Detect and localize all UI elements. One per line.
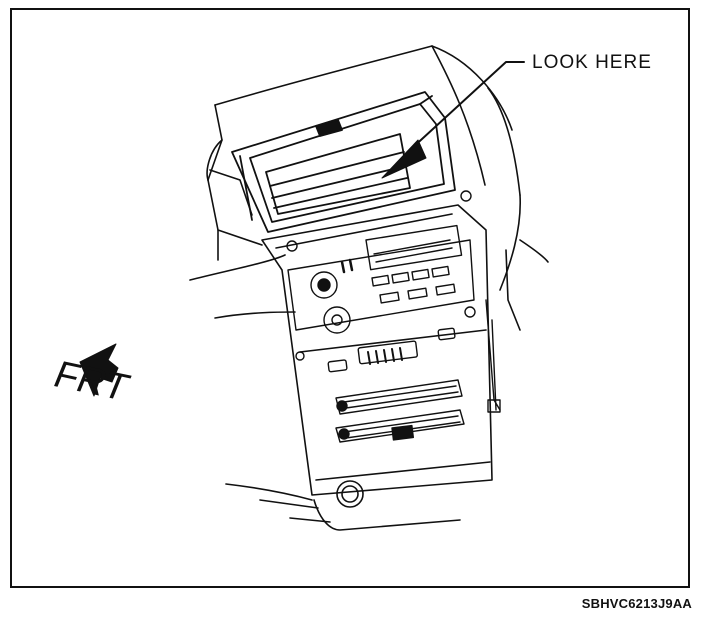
dash-outline [189, 45, 549, 331]
figure-frame [10, 8, 690, 588]
right-trim [485, 299, 501, 413]
look-here-arrow [381, 61, 525, 179]
front-direction-arrow-icon [79, 343, 119, 397]
climate-controls [327, 327, 465, 443]
look-here-label: LOOK HERE [532, 52, 652, 73]
center-vent [231, 91, 456, 233]
bottom-knob [225, 480, 364, 523]
radio-display [286, 190, 476, 361]
figure-code: SBHVC6213J9AA [581, 596, 692, 611]
center-console [261, 204, 493, 531]
frt-label: FRT [48, 354, 136, 409]
